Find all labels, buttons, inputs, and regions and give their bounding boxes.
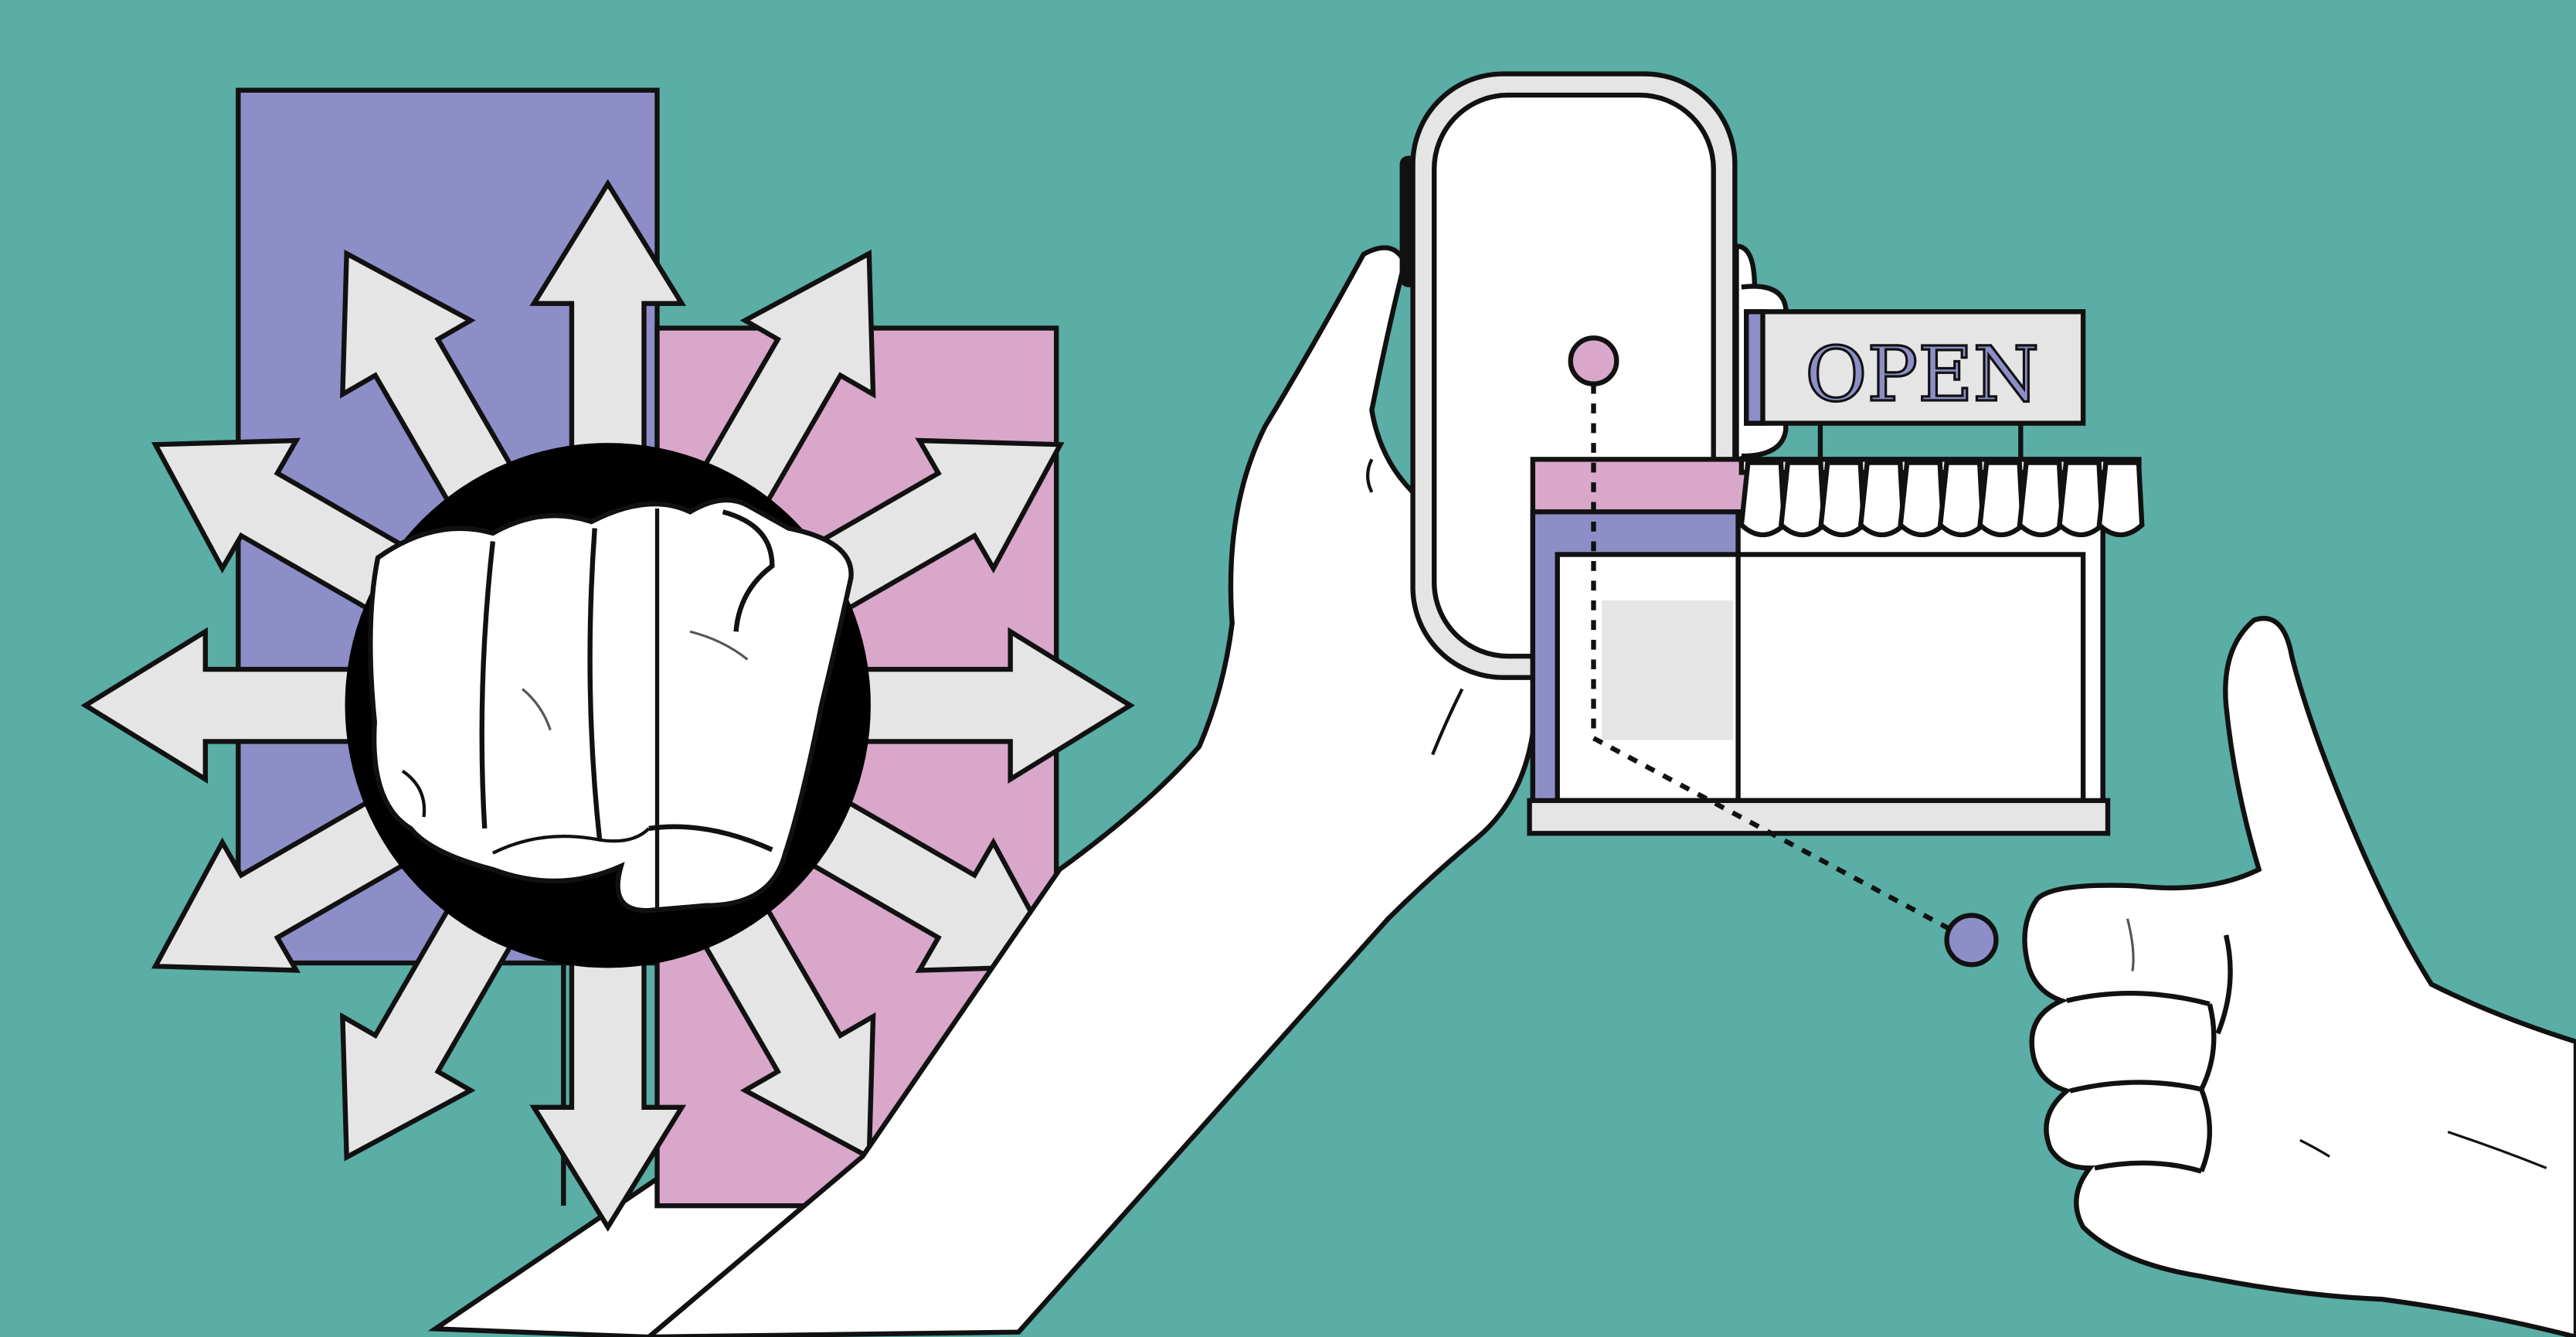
awning-stripe bbox=[2057, 460, 2105, 538]
awning-stripe bbox=[2096, 460, 2145, 538]
route-line bbox=[1591, 383, 1956, 934]
arrow-3 bbox=[529, 948, 687, 1232]
open-sign-text: OPEN bbox=[1805, 331, 2039, 419]
arrow-7 bbox=[151, 437, 416, 617]
awning-stripe bbox=[1898, 460, 1946, 538]
location-pin-lavender bbox=[1944, 913, 1999, 968]
thumbs-up-icon bbox=[2022, 615, 2576, 1337]
awning-stripe bbox=[1738, 460, 1787, 538]
hand-holding-phone bbox=[644, 245, 1539, 1337]
arrow-6 bbox=[80, 627, 364, 784]
thumb-hand bbox=[2022, 615, 2576, 1337]
arrow-5 bbox=[151, 794, 416, 973]
arrow-11 bbox=[800, 437, 1065, 617]
arrow-4 bbox=[340, 896, 520, 1162]
fist-icon bbox=[345, 443, 871, 968]
awning-stripe bbox=[1977, 460, 2026, 538]
store-base bbox=[1527, 798, 2111, 836]
fist-shape bbox=[368, 497, 854, 913]
radiating-arrows-icon bbox=[80, 179, 1135, 1232]
arrow-8 bbox=[340, 249, 520, 514]
arrow-2 bbox=[696, 896, 876, 1162]
arrow-0 bbox=[851, 627, 1135, 784]
location-pin-pink bbox=[1568, 335, 1619, 386]
hand-with-phone bbox=[644, 245, 1539, 1337]
awning-stripe bbox=[1857, 460, 1906, 538]
open-sign bbox=[1744, 309, 2086, 426]
awning-stripe bbox=[1818, 460, 1867, 538]
awning-stripe bbox=[1778, 460, 1827, 538]
store-awning bbox=[1738, 457, 2145, 538]
storefront-icon: OPEN bbox=[1527, 309, 2145, 836]
awning-stripe bbox=[2017, 460, 2065, 538]
arrow-10 bbox=[696, 249, 876, 514]
awning-stripe bbox=[1937, 460, 1986, 538]
arrow-9 bbox=[529, 179, 687, 462]
